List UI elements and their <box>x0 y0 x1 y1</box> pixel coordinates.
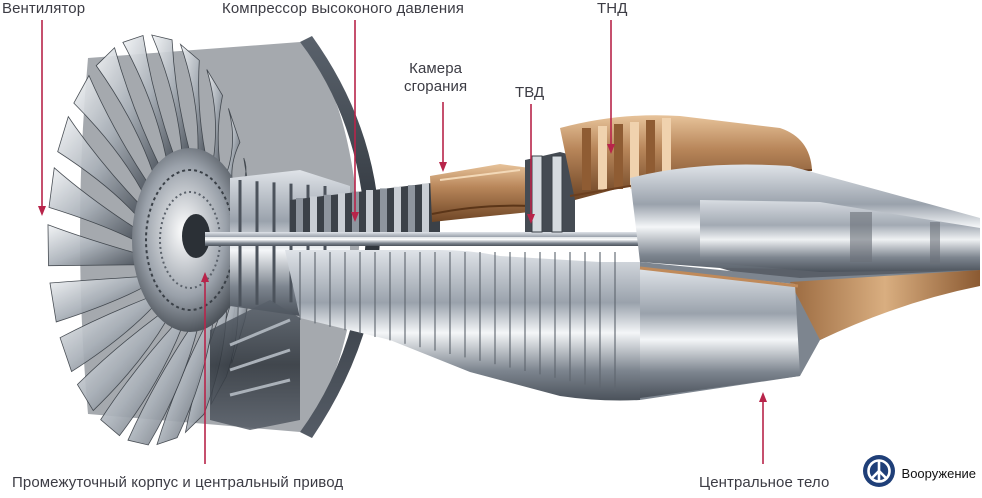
leader-hpt-arrow <box>527 214 535 224</box>
hpc-stage <box>394 186 401 232</box>
fan-blade <box>127 326 199 446</box>
fan-blade <box>59 297 154 373</box>
label-combustion-chamber-line1: Камера <box>409 60 463 77</box>
fan-blade <box>76 313 168 412</box>
hpc-stage <box>310 196 317 232</box>
lpt-stage <box>598 126 607 190</box>
watermark: Вооружение <box>859 452 978 495</box>
label-lpt: ТНД <box>597 0 628 17</box>
lpt-stage <box>630 122 639 189</box>
lp-turbine <box>560 115 813 200</box>
label-hp-compressor: Компрессор высоконого давления <box>222 0 464 17</box>
label-fan: Вентилятор <box>2 0 86 17</box>
fan-blade <box>179 43 207 157</box>
hpc-stage <box>296 198 303 232</box>
watermark-text: Вооружение <box>901 466 976 481</box>
center-body-cone <box>700 200 980 272</box>
hpc-stage <box>380 188 387 232</box>
fan-blade <box>226 108 241 183</box>
lpt-stage <box>614 124 623 189</box>
label-combustion-chamber-line2: сгорания <box>404 78 468 95</box>
fan-blade <box>57 115 140 217</box>
intermediate-case <box>210 300 300 430</box>
leader-combustion-arrow <box>439 162 447 172</box>
main-shaft <box>205 232 725 246</box>
hp-compressor-section <box>290 182 440 232</box>
label-hpt: ТВД <box>515 84 545 101</box>
lpt-stage <box>582 128 591 190</box>
label-center-body: Центральное тело <box>699 474 830 491</box>
combustion-chamber <box>430 164 531 222</box>
fan-blade <box>100 324 183 437</box>
hpc-stage <box>408 185 415 232</box>
bypass-nozzle-lower <box>639 262 980 400</box>
hpc-stage <box>324 194 331 232</box>
fan-blade <box>151 34 191 154</box>
leader-intermediate-case-arrow <box>201 272 209 282</box>
lpt-stage <box>646 120 655 188</box>
label-intermediate-case: Промежуточный корпус и центральный приво… <box>12 474 344 491</box>
fan-blade <box>47 224 137 267</box>
hp-turbine <box>525 152 575 233</box>
fan-blade <box>49 276 144 323</box>
fan-blade <box>122 34 175 161</box>
fan-blade <box>73 74 149 194</box>
fan-blade <box>95 46 161 175</box>
hpt-disc <box>531 155 543 233</box>
hpc-stage <box>338 193 345 232</box>
leader-center-body-arrow <box>759 392 767 402</box>
leader-hp-compressor-arrow <box>351 212 359 222</box>
hpc-stage <box>422 183 429 232</box>
label-combustion-chamber: Камера сгорания <box>404 60 467 96</box>
peace-sign-icon <box>862 454 896 493</box>
hpt-disc <box>551 155 563 233</box>
hpc-stage <box>366 190 373 232</box>
core-casing-lower <box>285 250 640 401</box>
callout-lines <box>38 20 767 464</box>
leader-lpt-arrow <box>607 144 615 154</box>
lpt-stage <box>662 118 671 188</box>
fan-blade <box>206 69 223 167</box>
fan-blade <box>48 166 135 241</box>
leader-fan-arrow <box>38 206 46 216</box>
